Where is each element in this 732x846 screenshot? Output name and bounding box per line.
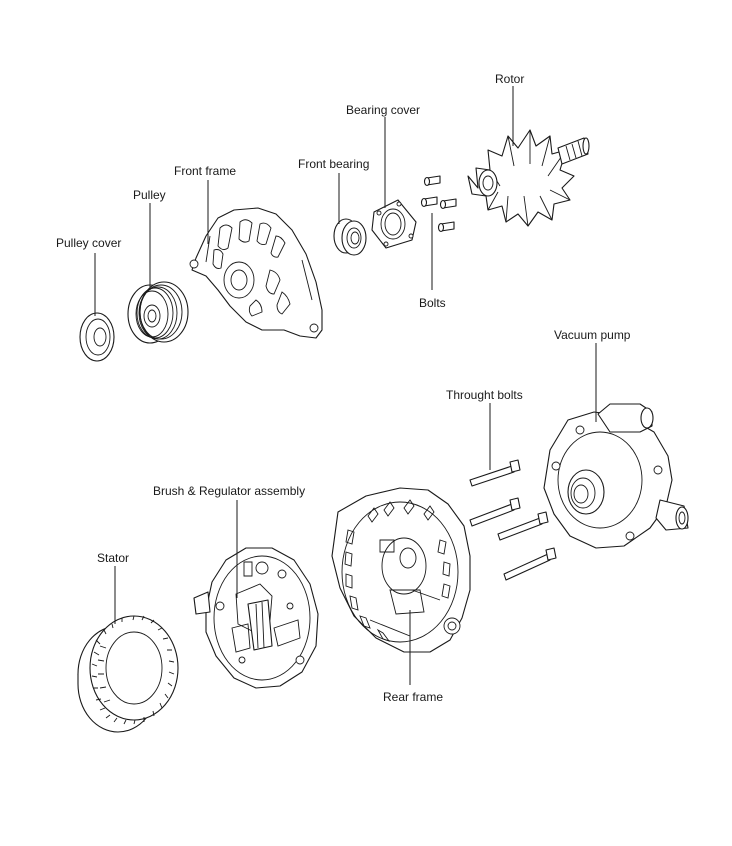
label-rotor: Rotor xyxy=(495,72,524,86)
label-pulley-cover: Pulley cover xyxy=(56,236,121,250)
labels: Pulley cover Pulley Front frame Front be… xyxy=(56,72,631,704)
front-frame-part xyxy=(189,207,323,339)
label-throught-bolts: Throught bolts xyxy=(446,388,523,402)
label-front-frame: Front frame xyxy=(174,164,236,178)
label-bearing-cover: Bearing cover xyxy=(346,103,420,117)
bolts-part xyxy=(420,175,457,233)
brush-regulator-part xyxy=(193,547,319,689)
vacuum-pump-part xyxy=(543,403,689,549)
pulley-cover-part xyxy=(79,312,115,362)
leader-lines xyxy=(94,86,597,685)
label-vacuum-pump: Vacuum pump xyxy=(554,328,631,342)
pulley-part xyxy=(127,281,189,344)
stator-part xyxy=(77,615,179,733)
front-bearing-part xyxy=(333,218,367,256)
label-brush-regulator: Brush & Regulator assembly xyxy=(153,484,305,498)
label-front-bearing: Front bearing xyxy=(298,157,369,171)
rotor-part xyxy=(467,129,590,227)
through-bolts-part xyxy=(469,459,557,581)
label-bolts: Bolts xyxy=(419,296,446,310)
label-rear-frame: Rear frame xyxy=(383,690,443,704)
rear-frame-part xyxy=(331,487,471,653)
bearing-cover-part xyxy=(371,199,417,249)
label-stator: Stator xyxy=(97,551,129,565)
label-pulley: Pulley xyxy=(133,188,166,202)
